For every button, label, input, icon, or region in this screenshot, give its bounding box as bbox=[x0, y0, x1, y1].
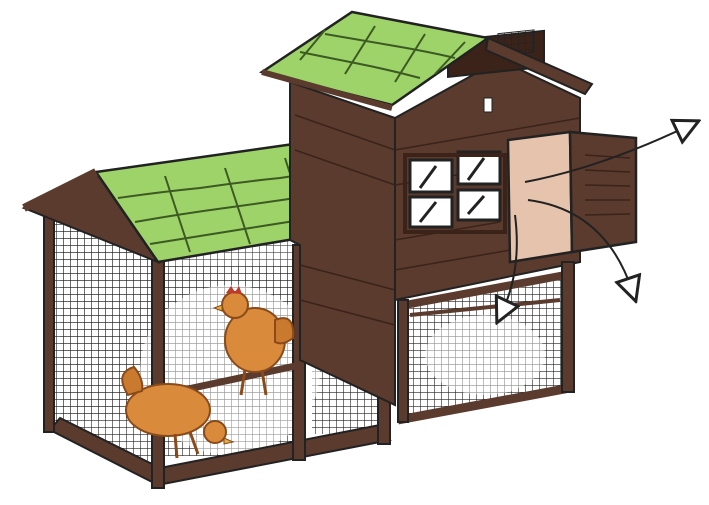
run-post-front bbox=[152, 258, 164, 488]
lower-light bbox=[425, 315, 545, 395]
coop-side-wall bbox=[290, 82, 395, 405]
nest-door bbox=[570, 132, 636, 252]
window-pane bbox=[410, 197, 452, 227]
lower-post bbox=[398, 300, 408, 422]
window-pane bbox=[458, 190, 500, 220]
hen-head bbox=[222, 292, 248, 318]
vent-latch bbox=[484, 98, 492, 112]
hen-head bbox=[204, 421, 226, 443]
run-post-left bbox=[44, 210, 54, 432]
lower-post-right bbox=[562, 262, 574, 392]
hen-tail bbox=[275, 318, 293, 343]
window-pane bbox=[410, 160, 452, 192]
